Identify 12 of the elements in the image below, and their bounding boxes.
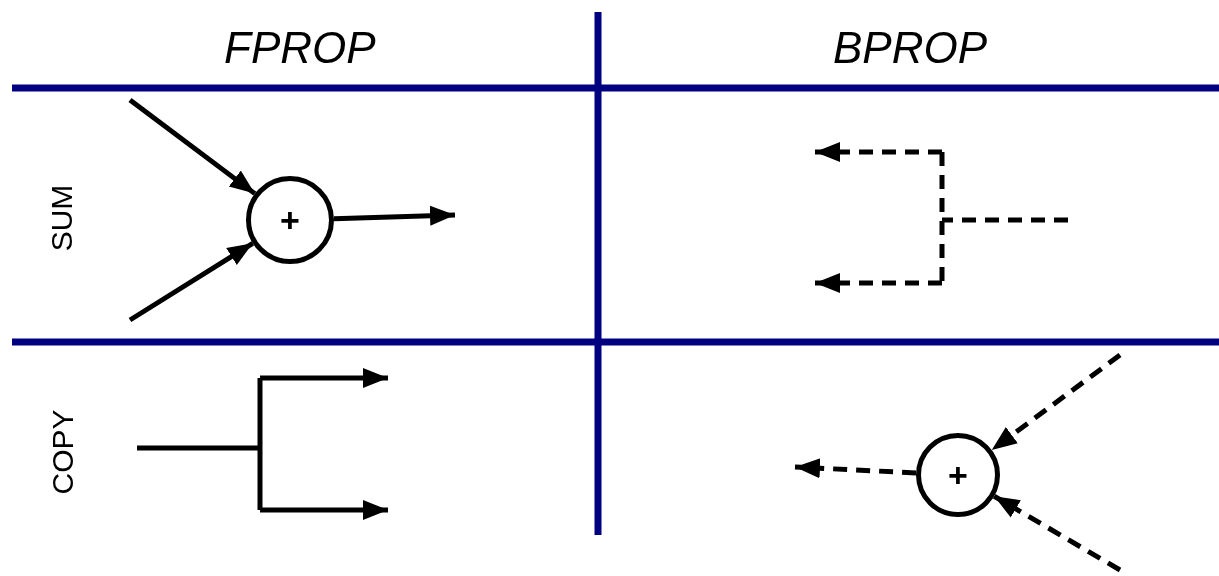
- column-header: FPROP: [224, 23, 376, 73]
- sum-circle: +: [916, 433, 1000, 517]
- row-header: COPY: [45, 409, 79, 495]
- arrow: [990, 353, 1122, 452]
- row-header: SUM: [44, 184, 79, 252]
- arrow: [333, 205, 456, 226]
- arrow: [128, 98, 257, 196]
- sum-circle: +: [246, 176, 334, 264]
- arrow: [794, 458, 917, 479]
- arrow: [128, 241, 254, 323]
- column-header: BPROP: [833, 23, 988, 73]
- arrow: [992, 494, 1122, 573]
